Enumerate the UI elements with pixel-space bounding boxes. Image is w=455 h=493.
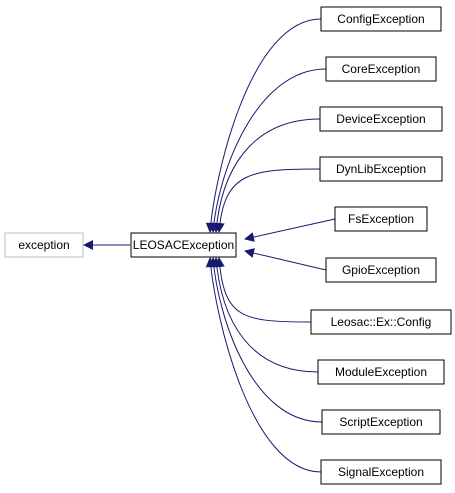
derived-nodes: ConfigException CoreException DeviceExce…: [310, 6, 452, 485]
edge-deviceexception-to-leosacexception: [211, 118, 321, 233]
node-scriptexception[interactable]: ScriptException: [321, 409, 441, 435]
edge-signalexception-to-leosacexception: [205, 257, 322, 473]
node-fsexception-label: FsException: [348, 212, 414, 226]
edge-fsexception-to-leosacexception: [244, 218, 336, 242]
node-leosacexception[interactable]: LEOSACException: [130, 232, 237, 258]
edge-moduleexception-to-leosacexception: [211, 257, 319, 373]
node-scriptexception-label: ScriptException: [339, 415, 422, 429]
node-gpioexception[interactable]: GpioException: [325, 257, 437, 283]
node-deviceexception[interactable]: DeviceException: [319, 106, 443, 132]
node-fsexception[interactable]: FsException: [334, 206, 428, 232]
node-configexception[interactable]: ConfigException: [320, 6, 442, 32]
node-leosacexception-label: LEOSACException: [133, 238, 234, 252]
node-coreexception-label: CoreException: [342, 62, 421, 76]
edge-leosac-ex-config-to-leosacexception: [214, 257, 312, 323]
node-exception[interactable]: exception: [4, 232, 84, 258]
node-configexception-label: ConfigException: [337, 12, 424, 26]
node-signalexception-label: SignalException: [338, 465, 424, 479]
node-gpioexception-label: GpioException: [342, 263, 420, 277]
node-leosac-ex-config[interactable]: Leosac::Ex::Config: [310, 309, 452, 335]
edge-configexception-to-leosacexception: [205, 18, 322, 233]
node-moduleexception[interactable]: ModuleException: [317, 359, 445, 385]
node-dynlibexception[interactable]: DynLibException: [319, 156, 443, 182]
edge-scriptexception-to-leosacexception: [208, 257, 323, 423]
node-signalexception[interactable]: SignalException: [320, 459, 442, 485]
node-leosac-ex-config-label: Leosac::Ex::Config: [331, 315, 432, 329]
node-deviceexception-label: DeviceException: [336, 112, 425, 126]
edge-gpioexception-to-leosacexception: [244, 248, 327, 271]
edges: [83, 18, 336, 473]
node-exception-label: exception: [18, 238, 69, 252]
node-moduleexception-label: ModuleException: [335, 365, 427, 379]
edge-dynlibexception-to-leosacexception: [214, 168, 321, 233]
node-coreexception[interactable]: CoreException: [325, 56, 437, 82]
node-dynlibexception-label: DynLibException: [336, 162, 426, 176]
edge-coreexception-to-leosacexception: [208, 68, 327, 233]
